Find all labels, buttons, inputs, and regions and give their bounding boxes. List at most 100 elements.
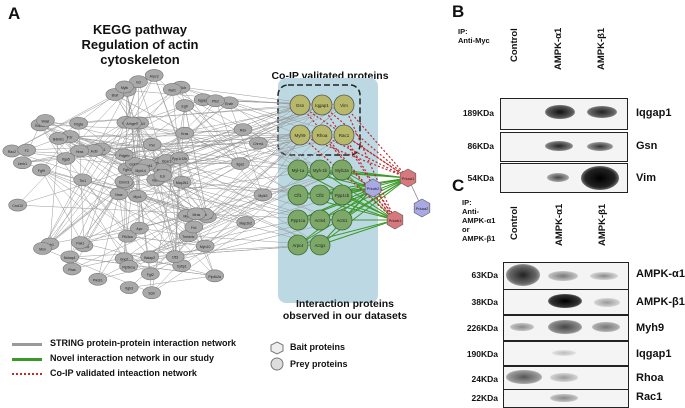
string-edge	[128, 169, 343, 267]
band	[550, 394, 578, 402]
band	[581, 166, 619, 190]
node-label: Apc	[136, 227, 142, 231]
string-edge	[188, 169, 343, 237]
node-label: Kras	[181, 132, 188, 136]
node-label: Raf1	[169, 88, 176, 92]
prey-node	[206, 94, 225, 108]
prey-node	[144, 69, 164, 82]
prey-node	[253, 188, 273, 202]
node-label: Myc1	[133, 195, 141, 199]
novel-edge	[341, 169, 396, 221]
node-label: Gsk3b	[129, 162, 139, 166]
node-label: Pik3r1	[93, 278, 103, 282]
legend-string-label: STRING protein-protein interaction netwo…	[50, 338, 237, 348]
node-label: Bdkrb1	[53, 137, 64, 141]
legend: STRING protein-protein interaction netwo…	[12, 338, 432, 398]
string-edge	[153, 75, 208, 217]
string-edge	[132, 122, 343, 171]
node-label: Actn1	[337, 218, 348, 223]
coip-edge	[321, 134, 409, 179]
string-edge	[162, 104, 345, 170]
legend-green-line	[12, 358, 42, 361]
panel-c-blot-rhoa	[503, 366, 629, 390]
coip-node	[289, 94, 311, 116]
node-label: Prkab1	[389, 218, 402, 223]
prey-node	[142, 138, 162, 151]
panel-c-kda-2: 226KDa	[466, 323, 498, 333]
panel-a-title-line1: KEGG pathway	[93, 22, 187, 37]
bait-hexagon-icon	[270, 341, 284, 355]
node-label: Fn1	[191, 226, 197, 230]
prey-node	[33, 242, 52, 255]
node-label: Pxn	[149, 143, 155, 147]
node-label: Nckap1	[64, 256, 76, 260]
node-label: Wasl	[42, 119, 50, 123]
interaction-node	[309, 234, 331, 256]
prey-node	[162, 83, 182, 96]
panel-c-protein-1: AMPK-β1	[636, 296, 685, 308]
node-label: Myl12a	[335, 168, 349, 173]
node-label: Rhoa	[317, 133, 328, 138]
panel-c-protein-3: Iqgap1	[636, 348, 672, 360]
string-edge	[69, 132, 185, 137]
node-label: Vcl	[136, 81, 141, 85]
panel-c-kda-5: 22KDa	[471, 393, 498, 403]
node-label: Bcar1	[162, 159, 171, 163]
legend-prey-label: Prey proteins	[290, 359, 348, 369]
node-label: Myl-1a	[292, 168, 305, 173]
string-edge	[41, 169, 206, 247]
panel-c-blot-ampk-a1	[503, 262, 629, 290]
node-label: Tln1	[79, 179, 86, 183]
prey-node	[70, 236, 90, 249]
node-label: Fgf9	[38, 169, 45, 173]
string-edge	[22, 162, 197, 215]
node-label: Egfr	[181, 105, 188, 109]
node-label: Rras	[68, 268, 76, 272]
prey-node	[8, 198, 27, 212]
node-label: F2r	[67, 136, 73, 140]
node-label: Chrm1	[253, 142, 264, 146]
string-edge	[79, 134, 301, 152]
panel-b-blot-iqgap1	[500, 98, 628, 130]
prey-node	[175, 126, 194, 140]
prey-node	[73, 173, 92, 187]
string-edge	[69, 256, 215, 277]
prey-node	[60, 250, 80, 264]
novel-edge	[319, 219, 396, 246]
string-edge	[124, 129, 244, 156]
band	[552, 350, 576, 356]
string-edge	[139, 169, 343, 229]
node-label: Gng2	[120, 258, 129, 262]
string-edge	[42, 122, 140, 249]
band	[587, 106, 617, 118]
prey-node	[142, 286, 162, 300]
node-label: Actn4	[315, 218, 326, 223]
novel-edge	[297, 177, 409, 246]
interaction-node	[287, 184, 309, 206]
panel-b-protein-0: Iqgap1	[636, 107, 672, 119]
string-edge	[181, 104, 301, 183]
interaction-node	[309, 209, 331, 231]
panel-c-col-ampk-a1: AMPK-α1	[554, 203, 565, 246]
node-label: Myh-1b	[313, 168, 328, 173]
string-edge	[162, 104, 323, 176]
node-label: Iqgap2	[198, 99, 209, 103]
panel-b-kda-1: 86KDa	[467, 141, 494, 151]
node-label: Myh10	[200, 245, 211, 249]
string-edge	[11, 94, 116, 152]
node-label: Arpc4	[293, 243, 305, 248]
node-label: Cxcl12	[12, 204, 23, 208]
node-label: Itga2	[236, 163, 244, 167]
coip-edge	[299, 134, 396, 221]
panel-c-blot-myh9	[503, 315, 629, 341]
string-edge	[69, 75, 155, 257]
prey-node	[32, 163, 51, 177]
string-edge	[11, 90, 128, 152]
prey-node	[184, 220, 204, 234]
coip-edge	[321, 104, 409, 179]
band	[506, 264, 540, 286]
prey-node	[36, 114, 55, 127]
node-label: Cfl3	[172, 256, 178, 260]
bait-node	[364, 178, 382, 198]
node-label: Pdgfa	[74, 122, 83, 126]
